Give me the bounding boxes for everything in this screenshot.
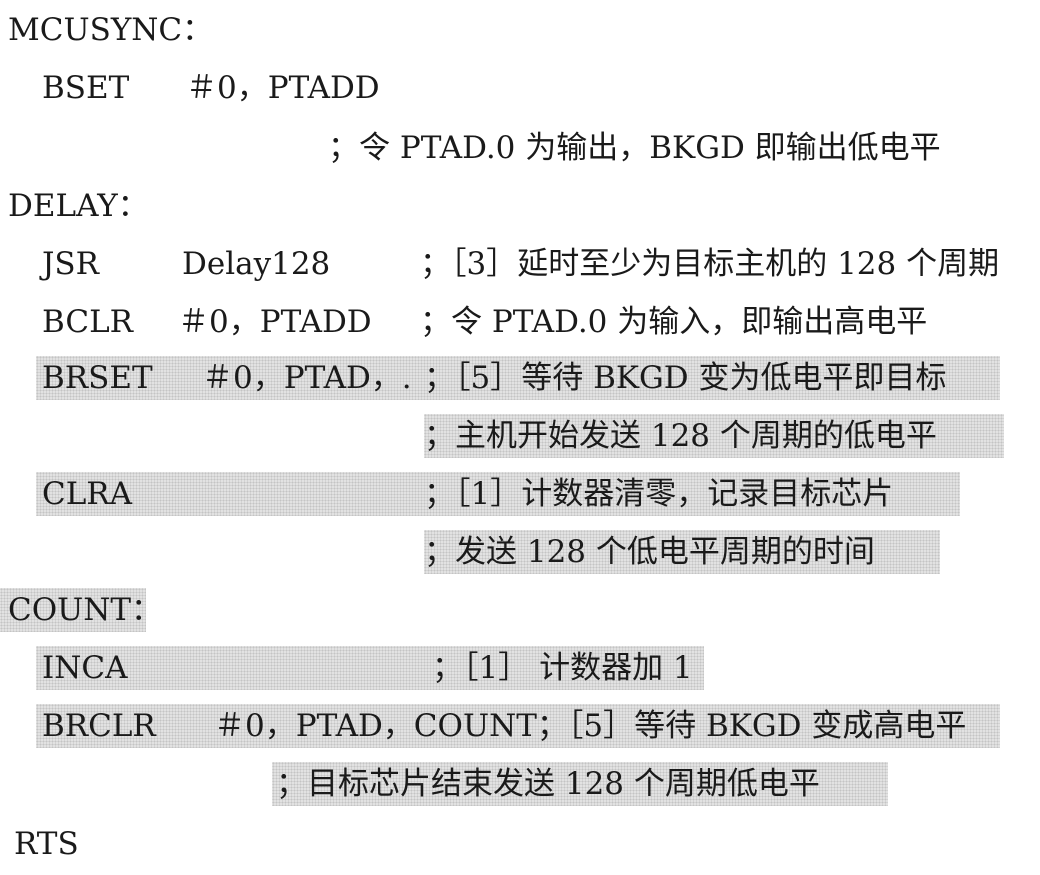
code-line-clra-comment: ；发送 128 个低电平周期的时间	[424, 530, 940, 574]
code-comment: ；［5］等待 BKGD 变为低电平即目标	[424, 360, 947, 396]
code-opcode: CLRA	[42, 476, 133, 512]
code-comment: ；发送 128 个低电平周期的时间	[424, 534, 875, 570]
code-line-mcusync-label: MCUSYNC：	[0, 8, 1040, 52]
code-line-bset: BSET ＃0，PTADD	[0, 66, 1040, 110]
code-operands: ＃0，PTAD，COUNT；［5］等待 BKGD 变成高电平	[214, 708, 967, 744]
code-comment: ；主机开始发送 128 个周期的低电平	[424, 418, 937, 454]
code-comment: ；令 PTAD.0 为输出，BKGD 即输出低电平	[328, 130, 941, 166]
code-line-brclr: BRCLR ＃0，PTAD，COUNT；［5］等待 BKGD 变成高电平	[36, 704, 1000, 748]
code-operands: ＃0，PTADD	[186, 70, 380, 106]
code-opcode: INCA	[42, 650, 128, 686]
code-opcode: RTS	[14, 826, 79, 862]
code-line-delay-label: DELAY：	[0, 184, 1040, 228]
code-line-clra: CLRA ；［1］计数器清零，记录目标芯片	[36, 472, 960, 516]
code-line-bclr: BCLR ＃0，PTADD ；令 PTAD.0 为输入，即输出高电平	[0, 300, 1040, 344]
code-label: COUNT：	[8, 592, 163, 628]
code-line-count-label: COUNT：	[0, 588, 162, 632]
code-comment: ；［3］延时至少为目标主机的 128 个周期	[420, 246, 1000, 282]
code-line-inca: INCA ；［1］ 计数器加 1	[36, 646, 704, 690]
code-comment: ；［1］计数器清零，记录目标芯片	[424, 476, 894, 512]
code-line-rts: RTS	[0, 822, 1040, 866]
code-operands: ＃0，PTAD，.	[202, 360, 412, 396]
code-opcode: BRCLR	[42, 708, 156, 744]
code-label: DELAY：	[8, 188, 149, 224]
code-opcode: BCLR	[42, 304, 134, 340]
code-opcode: BSET	[42, 70, 130, 106]
code-line-brset: BRSET ＃0，PTAD，. ；［5］等待 BKGD 变为低电平即目标	[36, 356, 1000, 400]
code-comment: ；目标芯片结束发送 128 个周期低电平	[276, 766, 820, 802]
code-operands: ＃0，PTADD	[178, 304, 372, 340]
code-label: MCUSYNC：	[8, 12, 214, 48]
code-line-brset-comment: ；主机开始发送 128 个周期的低电平	[424, 414, 1004, 458]
code-comment: ；［1］ 计数器加 1	[432, 650, 693, 686]
code-line-bset-comment: ；令 PTAD.0 为输出，BKGD 即输出低电平	[0, 126, 1040, 170]
code-operands: Delay128	[182, 246, 331, 282]
code-line-jsr: JSR Delay128 ；［3］延时至少为目标主机的 128 个周期	[0, 242, 1040, 286]
code-opcode: BRSET	[42, 360, 153, 396]
code-opcode: JSR	[42, 246, 100, 282]
code-line-brclr-comment: ；目标芯片结束发送 128 个周期低电平	[272, 762, 888, 806]
code-comment: ；令 PTAD.0 为输入，即输出高电平	[420, 304, 928, 340]
